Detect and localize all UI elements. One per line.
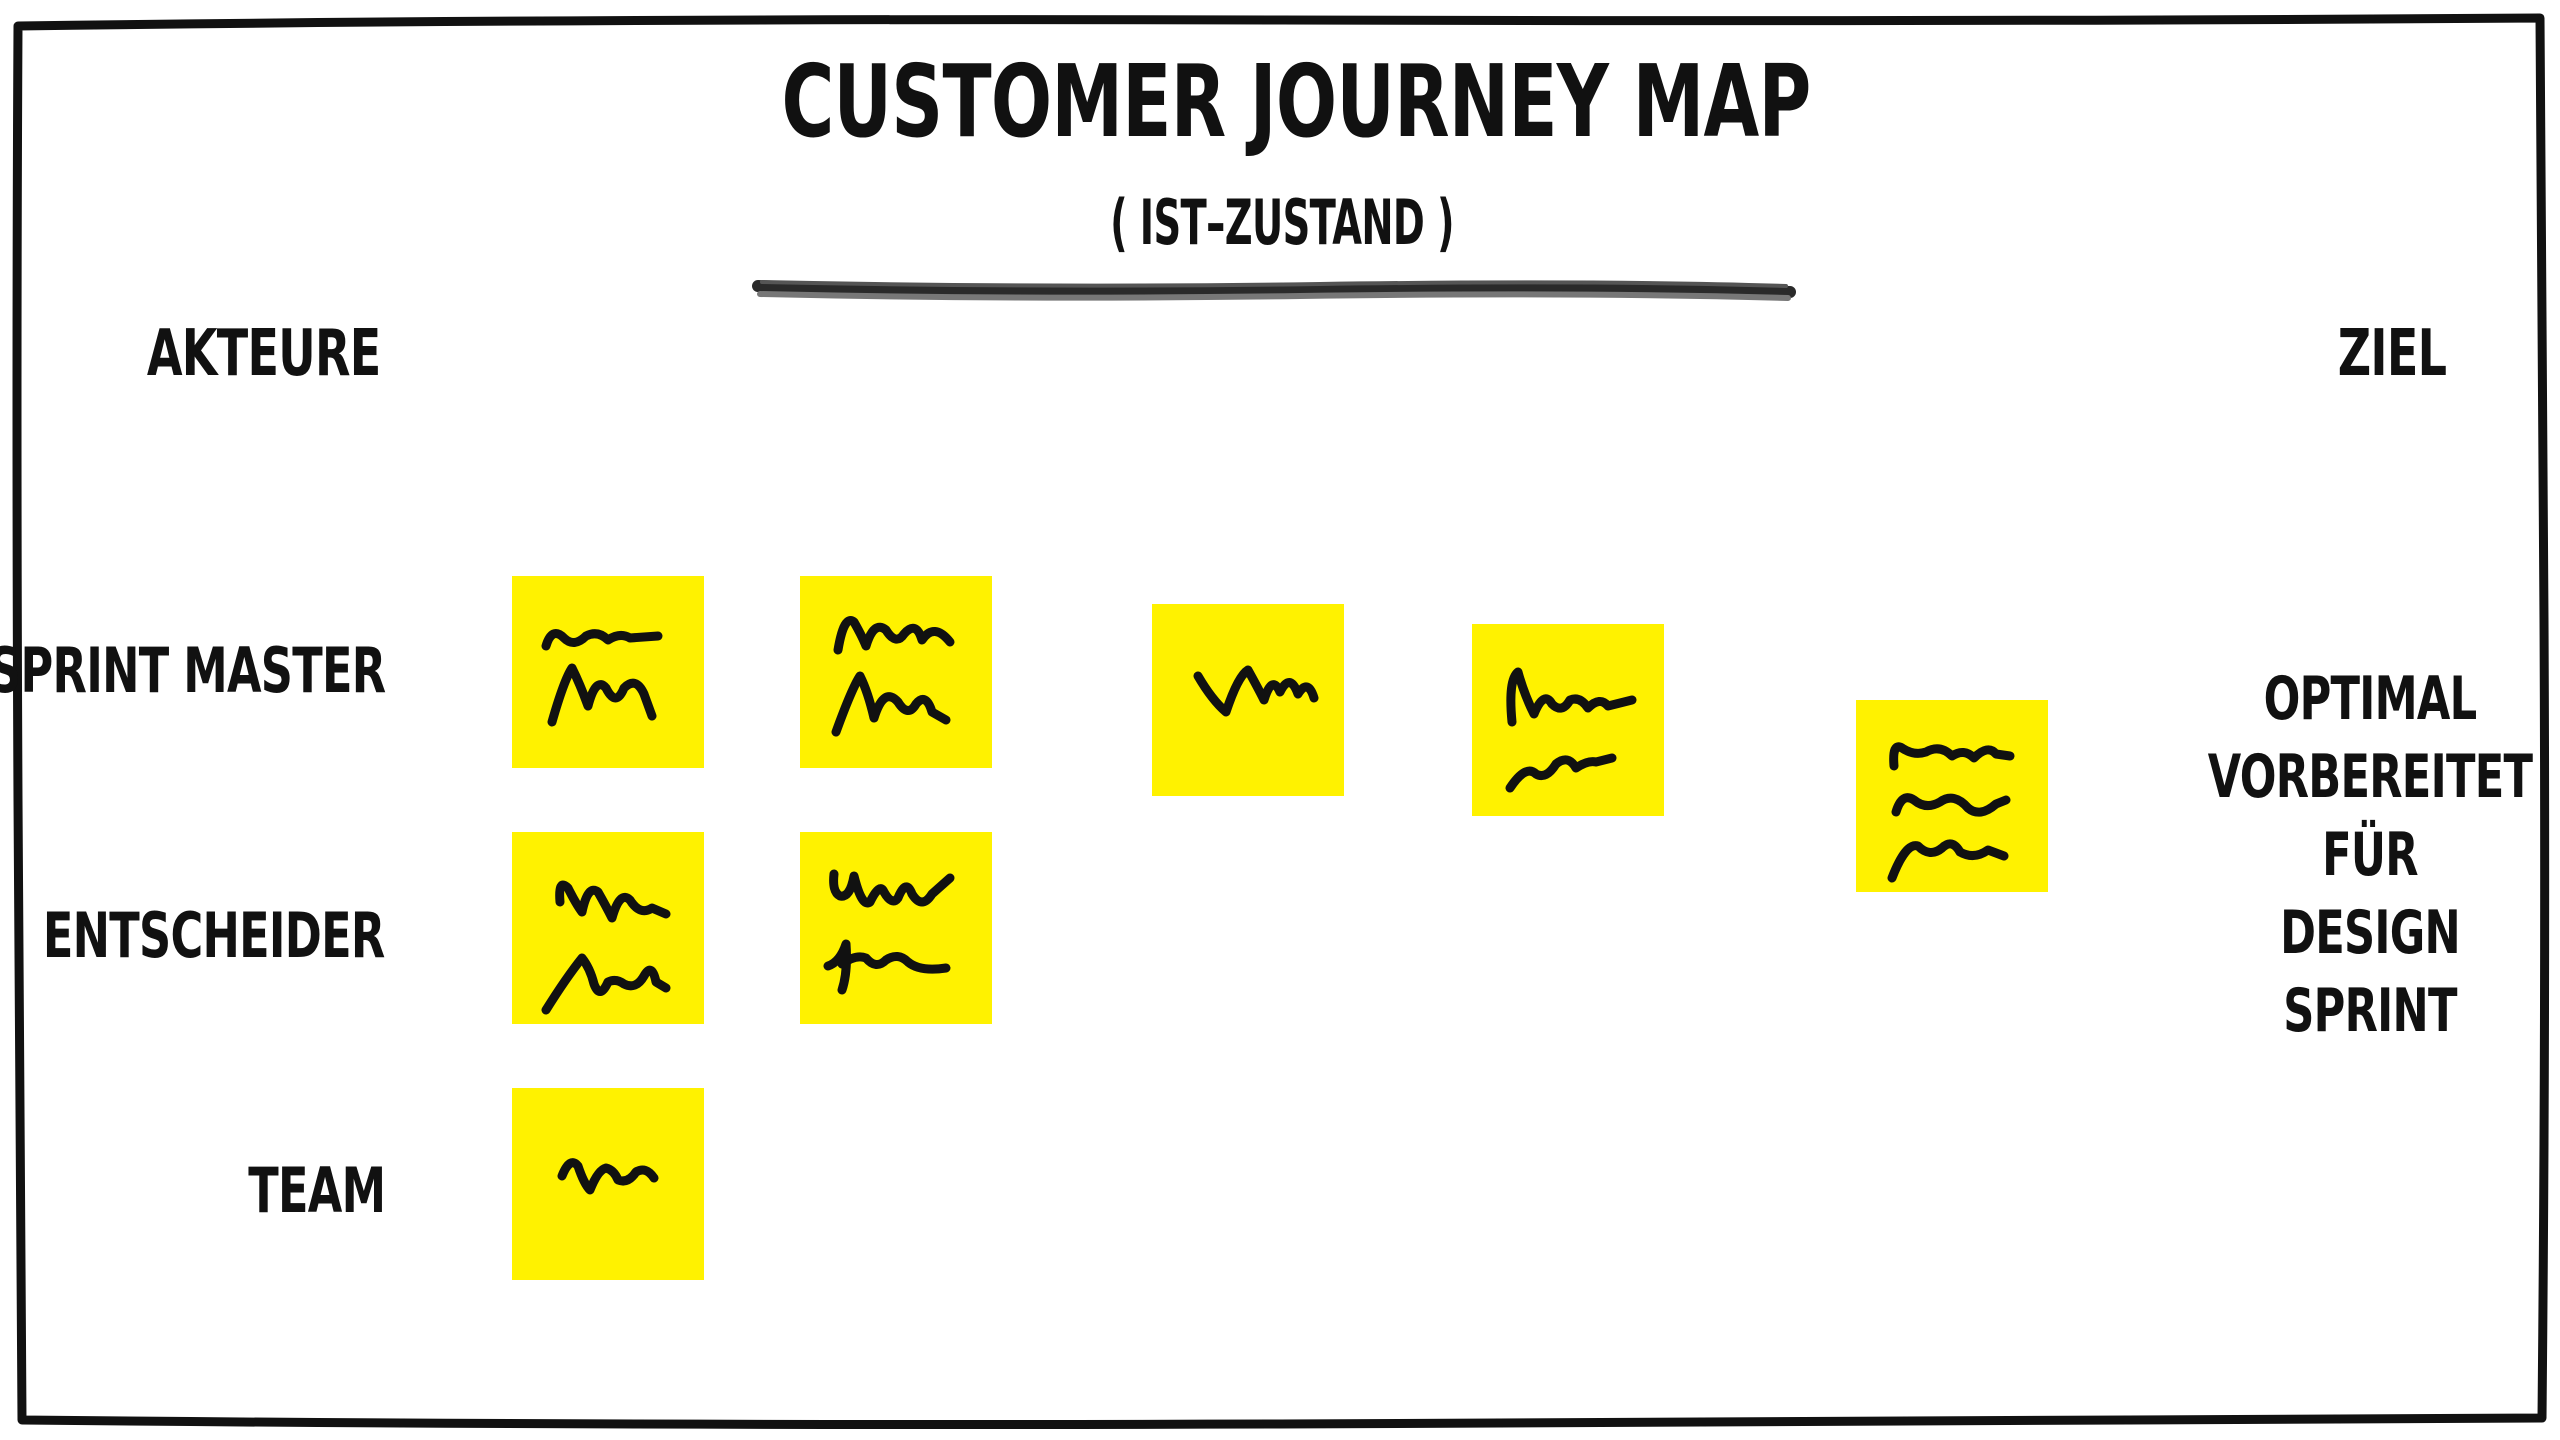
scribble: [831, 616, 955, 737]
sticky-note[interactable]: [1856, 700, 2048, 892]
goal-line: Design Sprint: [2280, 898, 2461, 1046]
scribble: [1887, 742, 2015, 883]
title-underline: [752, 280, 1796, 301]
sticky-note[interactable]: [1472, 624, 1664, 816]
page-title: Customer Journey Map: [781, 43, 1811, 160]
sticky-note[interactable]: [800, 576, 992, 768]
actor-label-entscheider: Entscheider: [43, 899, 385, 972]
goal-line: vorbereitet: [2207, 742, 2533, 812]
actors-heading: Akteure: [146, 317, 380, 391]
sticky-note[interactable]: [512, 1088, 704, 1280]
goal-text: Optimal vorbereitet für Design Sprint: [2204, 660, 2535, 1050]
goal-line: für: [2322, 820, 2418, 890]
actor-label-sprint-master: Sprint Master: [0, 634, 386, 707]
goal-heading: Ziel: [2337, 317, 2447, 391]
scribble: [541, 880, 671, 1015]
scribble: [557, 1158, 659, 1195]
page-subtitle: ( Ist–Zustand ): [1110, 186, 1454, 259]
scribble: [1505, 667, 1637, 793]
sticky-note[interactable]: [512, 832, 704, 1024]
scribble: [1193, 665, 1319, 717]
scribble: [823, 869, 955, 995]
sticky-note[interactable]: [512, 576, 704, 768]
goal-line: Optimal: [2263, 664, 2478, 734]
sticky-note[interactable]: [800, 832, 992, 1024]
sticky-note[interactable]: [1152, 604, 1344, 796]
actor-label-team: Team: [247, 1154, 386, 1227]
scribble: [541, 629, 663, 727]
